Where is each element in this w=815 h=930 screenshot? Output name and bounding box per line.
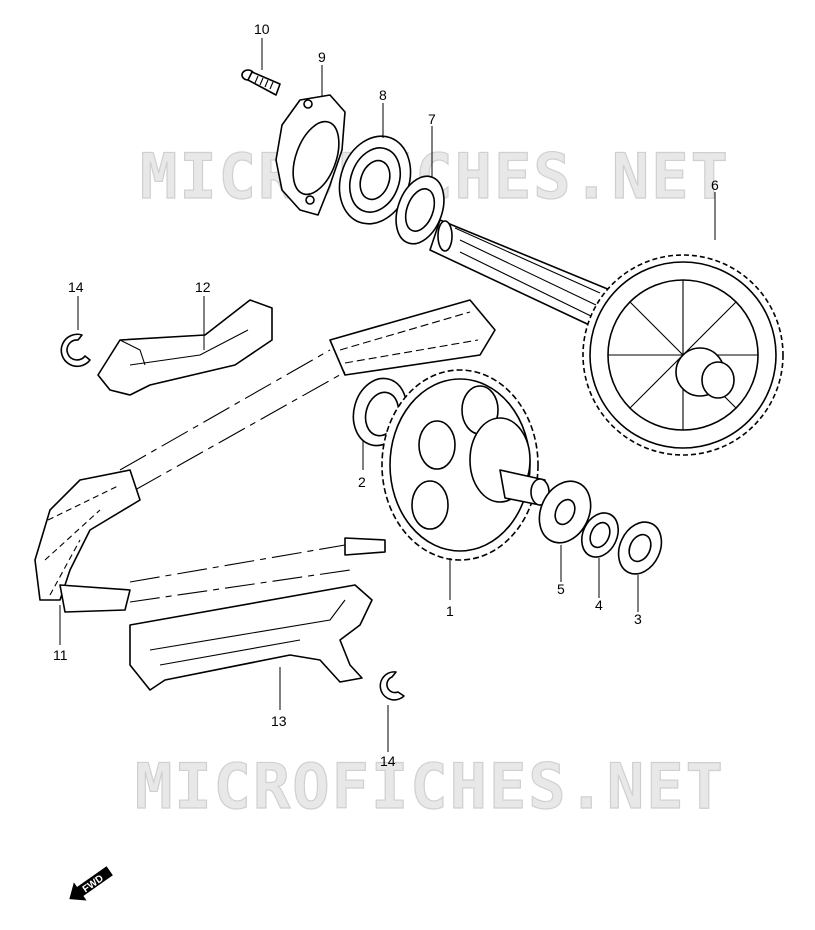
drive-chain-part (34, 299, 496, 613)
watermark-top: MICROFICHES.NET (140, 140, 730, 213)
callout-12: 12 (195, 279, 211, 295)
callout-5: 5 (557, 581, 565, 597)
upper-chain-guide-part (97, 299, 273, 396)
circlip-lower-part (379, 671, 405, 701)
callout-10: 10 (254, 21, 270, 37)
leader-lines (59, 38, 716, 752)
callout-9: 9 (318, 49, 326, 65)
watermark-bottom: MICROFICHES.NET (135, 750, 725, 823)
callout-6: 6 (711, 177, 719, 193)
callout-labels: 10 9 8 7 6 12 14 2 1 5 4 3 11 13 14 (53, 21, 719, 769)
callout-7: 7 (428, 111, 436, 127)
retainer-plate-part (275, 94, 346, 216)
callout-1: 1 (446, 603, 454, 619)
sprocket-part (381, 369, 550, 561)
callout-14-upper: 14 (68, 279, 84, 295)
washer-3-part (617, 521, 663, 575)
washer-4-part (580, 512, 620, 558)
lower-chain-guide-part (129, 584, 373, 691)
circlip-upper-part (60, 333, 91, 368)
callout-11: 11 (53, 647, 68, 663)
callout-8: 8 (379, 87, 387, 103)
callout-2: 2 (358, 474, 366, 490)
callout-13: 13 (271, 713, 287, 729)
callout-3: 3 (634, 611, 642, 627)
callout-4: 4 (595, 597, 603, 613)
gear-shaft-part (429, 219, 784, 456)
screw-part (241, 69, 281, 96)
fwd-arrow-icon: FWD (69, 866, 113, 901)
oil-seal-part (395, 175, 445, 245)
washer-5-part (538, 480, 592, 544)
callout-14-lower: 14 (380, 753, 396, 769)
